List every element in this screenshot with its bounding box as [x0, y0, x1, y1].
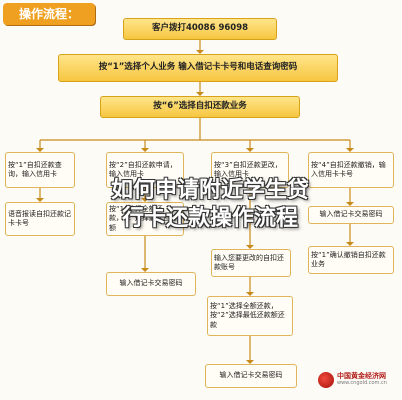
step-select-auto-repay: 按“6”选择自扣还款业务: [100, 96, 300, 118]
branch-1-query: 按“1”自扣还款查询，输入信用卡: [5, 152, 75, 188]
branch-3-select-amount: 按“1”选择全额还款，按“2”选择最低还款额还款: [207, 296, 293, 336]
logo-mark-icon: [318, 372, 334, 388]
site-logo: 中国黄金经济网 www.cngold.com.cn: [318, 372, 387, 388]
branch-4-cancel: 按“4”自扣还款撤销，输入信用卡卡号: [308, 152, 394, 188]
branch-3-change: 按“3”自扣还款更改，输入信用卡: [211, 152, 289, 188]
process-title-banner: 操作流程：: [3, 3, 95, 25]
step-call-hotline: 客户拨打40086 96098: [123, 18, 277, 40]
branch-4-enter-password: 输入借记卡交易密码: [308, 206, 394, 224]
branch-4-confirm-cancel: 按“1”确认撤销自扣还款业务: [308, 246, 394, 274]
overlay-caption-line2: 行卡还款操作流程: [121, 206, 298, 231]
logo-url: www.cngold.com.cn: [337, 380, 387, 387]
step-select-personal: 按“1”选择个人业务 输入借记卡卡号和电话查询密码: [58, 54, 338, 82]
branch-3-enter-password: 输入借记卡交易密码: [205, 364, 297, 388]
branch-3-enter-new-account: 输入您要更改的自扣还款账号: [211, 249, 291, 277]
overlay-caption-line1: 如何申请附近学生贷: [110, 178, 309, 203]
branch-2-enter-password: 输入借记卡交易密码: [106, 272, 196, 296]
branch-2-select-amount: 按“1”选择全额还款，“2”选择最低还款额: [106, 202, 184, 236]
branch-2-apply: 按“2”自扣还款申请，输入信用卡: [106, 152, 184, 188]
logo-name: 中国黄金经济网: [337, 372, 386, 381]
branch-1-voice-report: 语音报读自扣还款记卡卡号: [5, 202, 75, 236]
